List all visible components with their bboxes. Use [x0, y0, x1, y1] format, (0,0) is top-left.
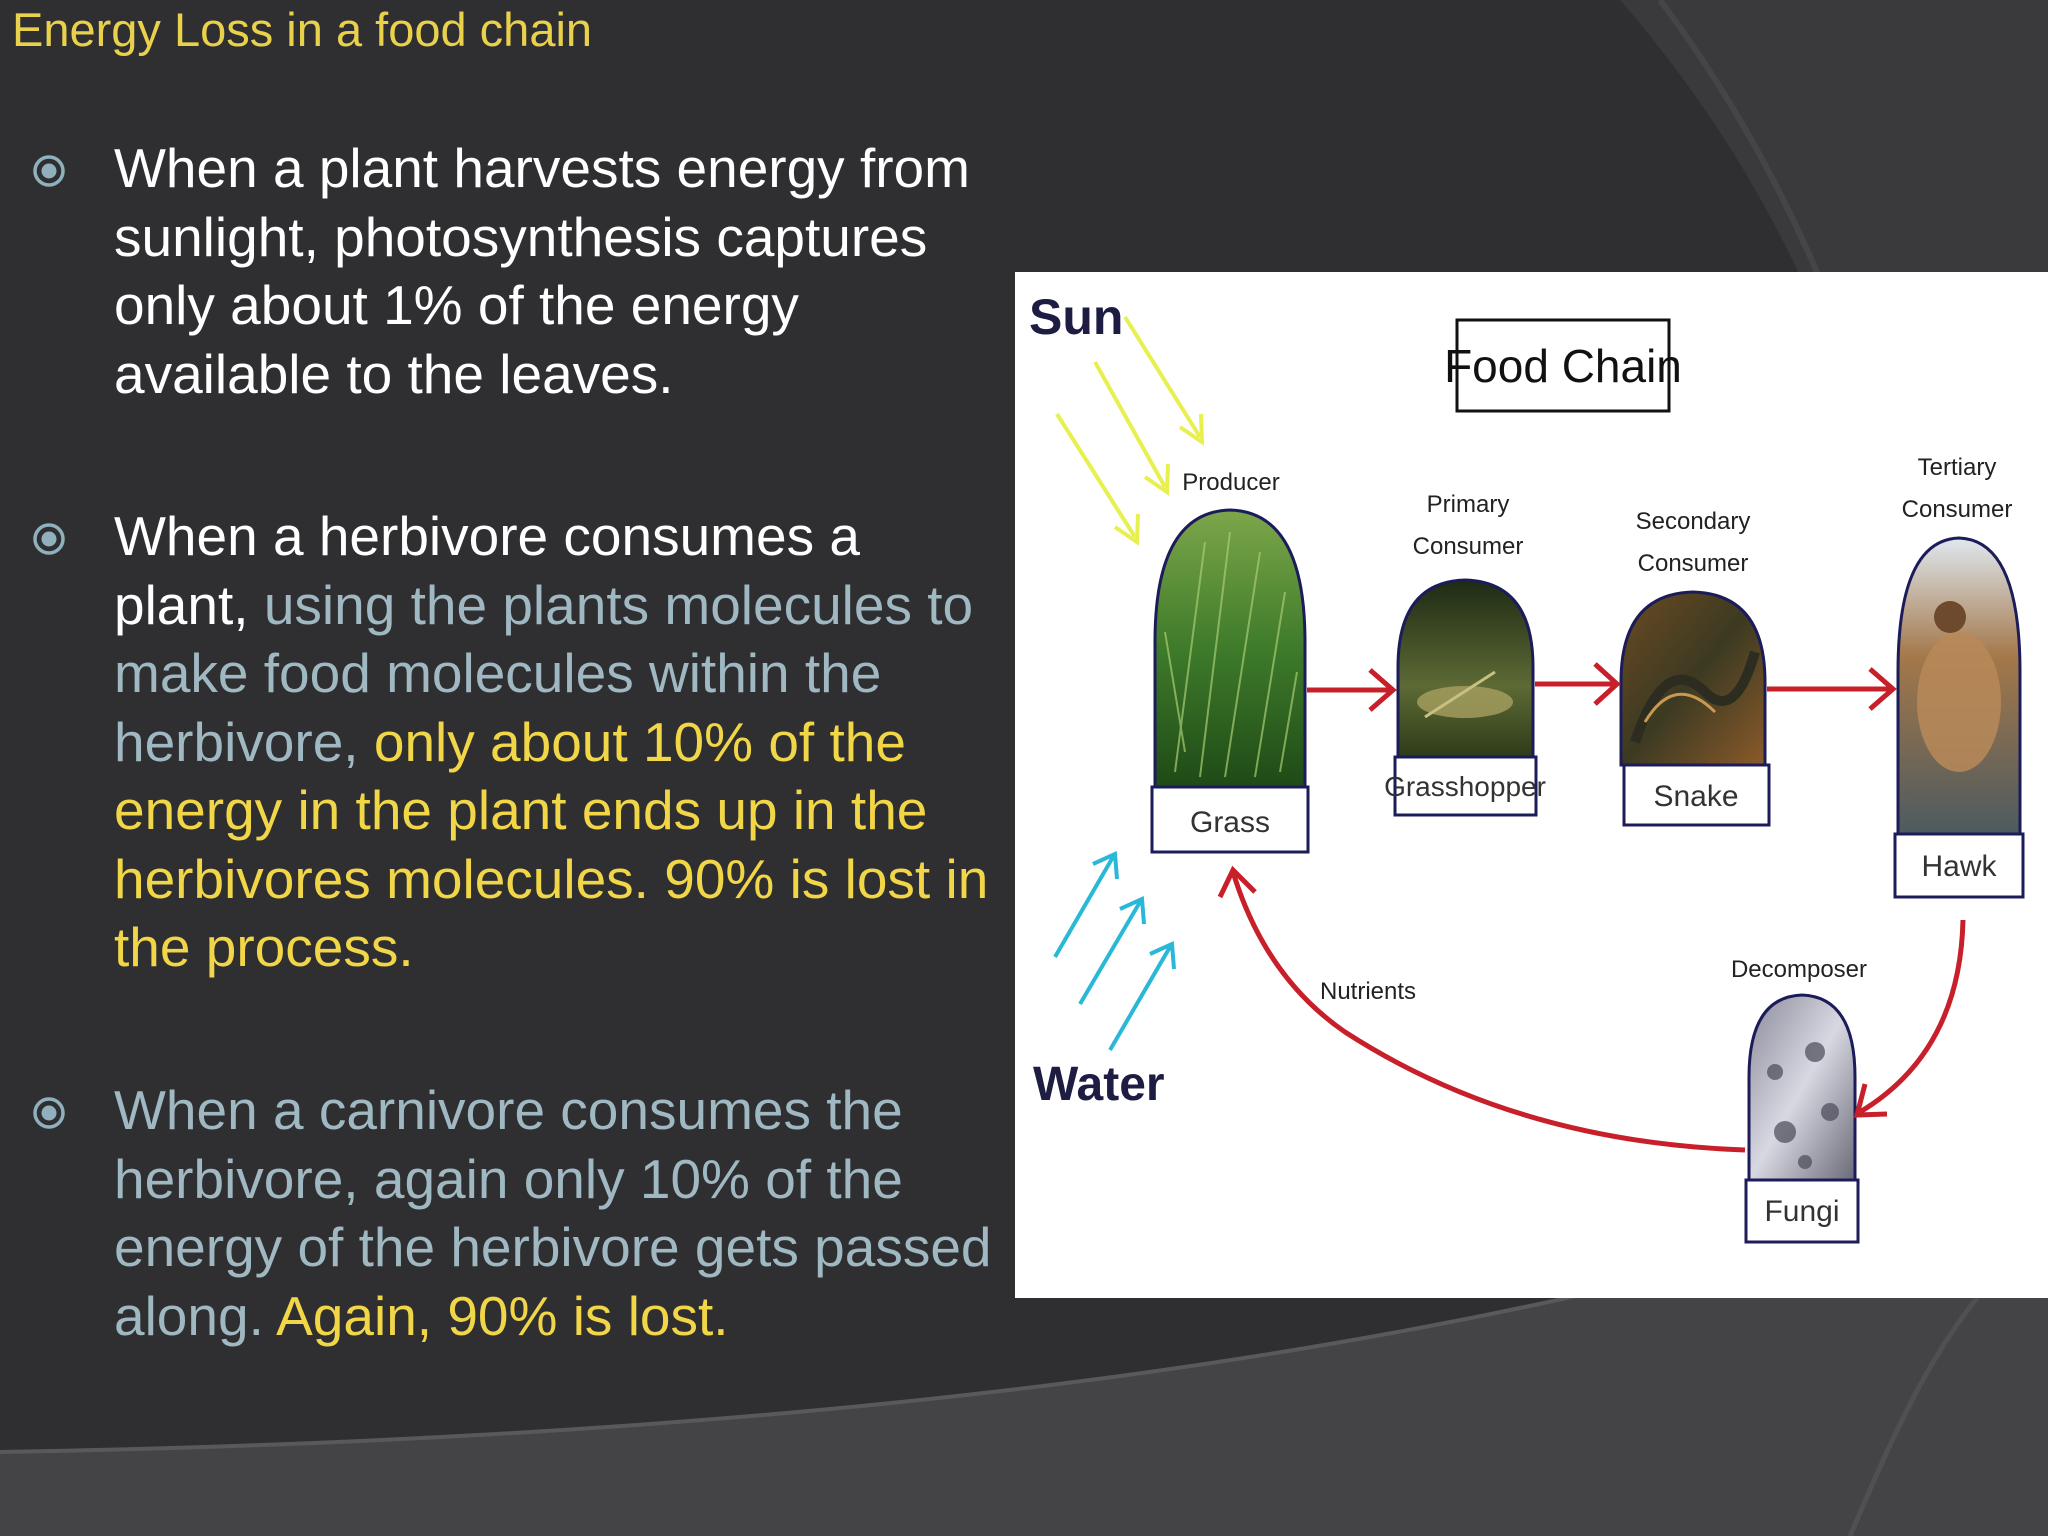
bullet-marker-icon: [33, 155, 65, 187]
producer-label: Producer: [1182, 469, 1279, 496]
decomposer-label: Decomposer: [1731, 956, 1867, 983]
sun-label: Sun: [1029, 289, 1123, 345]
bullet-marker-icon: [33, 1097, 65, 1129]
bullet-text: When a plant harvests energy from sunlig…: [114, 134, 994, 408]
diagram-heading: Food Chain: [1444, 340, 1682, 392]
fungi-label: Fungi: [1764, 1195, 1839, 1228]
bullet-marker-icon: [33, 523, 65, 555]
grasshopper-image: [1396, 578, 1535, 759]
bullet-segment: When a plant harvests energy from sunlig…: [114, 137, 970, 405]
bullet-segment: When a herbivore consumes a plant,: [114, 505, 860, 636]
bullet-text: When a herbivore consumes a plant, using…: [114, 502, 994, 982]
bullet-segment: When a carnivore consumes the herbivore,…: [114, 1079, 992, 1347]
grass-image: [1153, 508, 1307, 789]
energy-flow-arrows-icon: [1217, 662, 1966, 1153]
water-label: Water: [1033, 1058, 1165, 1111]
hawk-label: Hawk: [1921, 850, 1997, 883]
tertiary-consumer-label-2: Consumer: [1902, 496, 2013, 523]
bullet-text: When a carnivore consumes the herbivore,…: [114, 1076, 994, 1350]
water-arrows-icon: [1053, 851, 1176, 1052]
primary-consumer-label-1: Primary: [1427, 491, 1510, 518]
sunlight-arrows-icon: [1055, 315, 1205, 546]
snake-label: Snake: [1653, 780, 1738, 813]
grass-label: Grass: [1190, 806, 1270, 839]
nutrients-label: Nutrients: [1320, 978, 1416, 1005]
secondary-consumer-label-1: Secondary: [1636, 508, 1751, 535]
bullet-segment: only about 10% of the energy in the plan…: [114, 710, 989, 979]
food-chain-diagram: Sun Food Chain Producer Grass Primary Co…: [1015, 272, 2048, 1298]
grasshopper-label: Grasshopper: [1384, 771, 1546, 802]
bullet-segment: using the plants molecules to make food …: [114, 573, 974, 773]
fungi-image: [1747, 993, 1857, 1182]
primary-consumer-label-2: Consumer: [1413, 533, 1524, 560]
slide-title: Energy Loss in a food chain: [12, 3, 593, 56]
bullet-segment: Again, 90% is lost.: [276, 1284, 729, 1347]
tertiary-consumer-label-1: Tertiary: [1918, 454, 1997, 481]
secondary-consumer-label-2: Consumer: [1638, 550, 1749, 577]
